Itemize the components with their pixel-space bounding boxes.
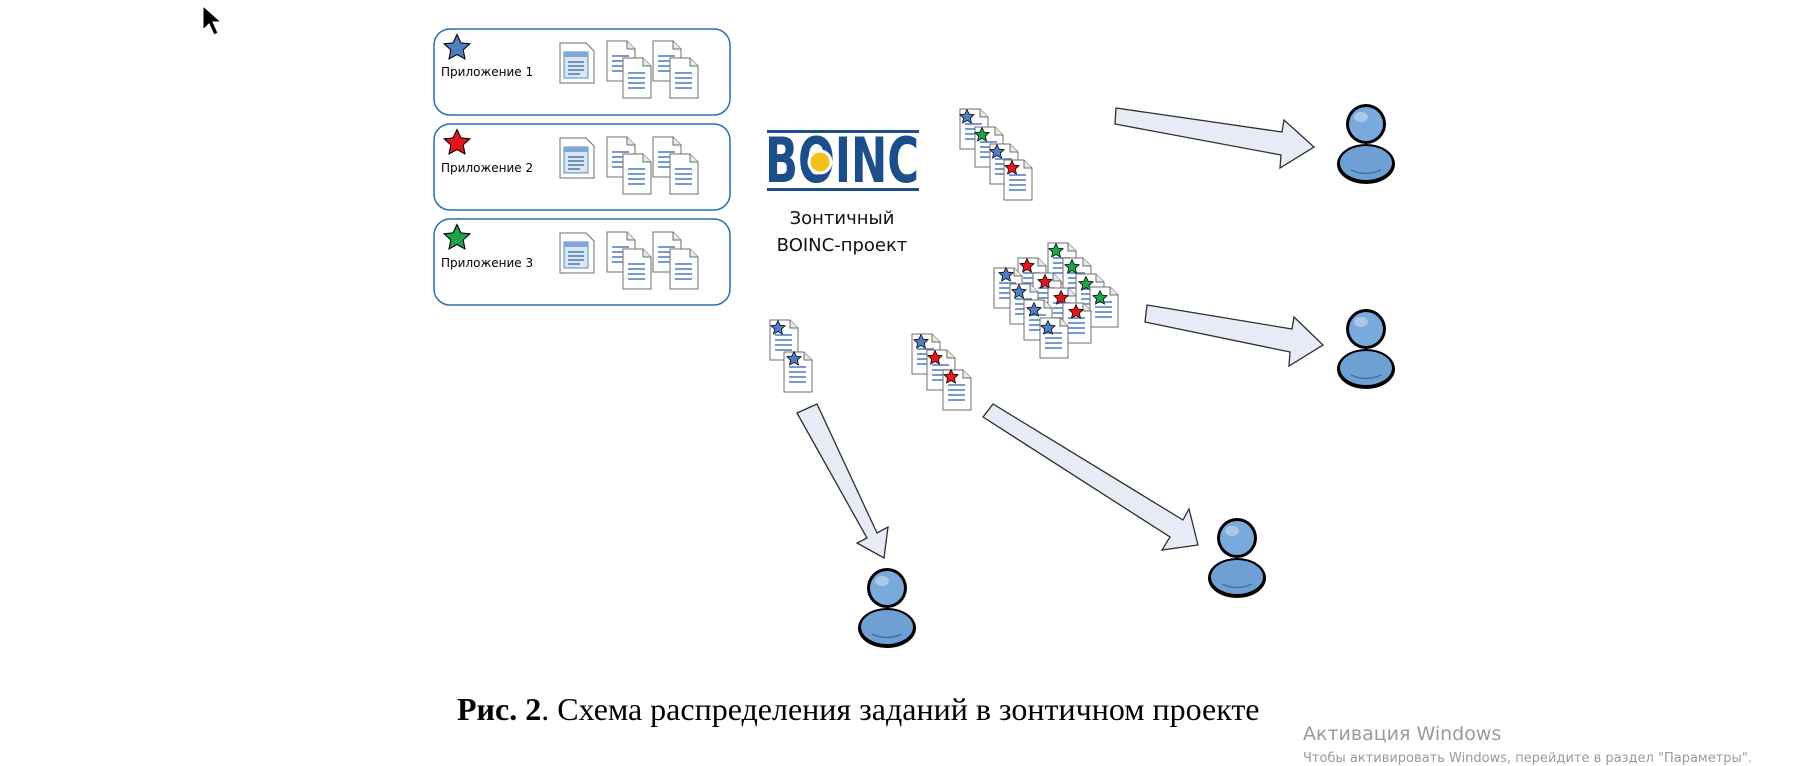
arrow: [982, 403, 1199, 551]
user-icon: [1336, 103, 1396, 185]
boinc-logo-text: BOINC: [765, 124, 919, 197]
task-bundle: [769, 319, 813, 393]
boinc-logo-dot: [807, 149, 833, 175]
executable-file-icon: [559, 232, 595, 274]
user-icon: [857, 567, 917, 649]
user-icon: [1207, 517, 1267, 599]
task-file-icon: [669, 248, 699, 290]
task-bundle: [959, 108, 1033, 201]
watermark-subtitle: Чтобы активировать Windows, перейдите в …: [1303, 751, 1752, 766]
task-bundle: [911, 333, 972, 411]
application-panel-1: Приложение 1: [433, 28, 731, 116]
application-panel-3: Приложение 3: [433, 218, 731, 306]
executable-file-icon: [559, 42, 595, 84]
arrow: [1144, 304, 1325, 368]
watermark-title: Активация Windows: [1303, 723, 1502, 745]
project-caption-line1: Зонтичный: [790, 208, 895, 229]
application-label: Приложение 3: [441, 256, 533, 270]
figure-caption-label: Рис. 2: [457, 691, 542, 727]
arrow: [796, 403, 889, 560]
windows-activation-watermark: Активация Windows Чтобы активировать Win…: [1303, 723, 1752, 766]
application-panel-2: Приложение 2: [433, 123, 731, 211]
user-icon: [1336, 308, 1396, 390]
figure-caption: Рис. 2. Схема распределения заданий в зо…: [457, 691, 1260, 728]
application-label: Приложение 1: [441, 65, 533, 79]
executable-file-icon: [559, 137, 595, 179]
task-file-icon: [669, 57, 699, 99]
task-file-icon: [622, 57, 652, 99]
task-file-icon: [622, 248, 652, 290]
mouse-cursor-icon: [202, 4, 223, 36]
task-bundle-large: [993, 242, 1119, 359]
application-label: Приложение 2: [441, 161, 533, 175]
project-caption-line2: BOINC-проект: [777, 235, 908, 256]
task-file-icon: [622, 153, 652, 195]
arrow: [1114, 107, 1316, 170]
boinc-logo: BOINC: [765, 124, 919, 197]
task-file-icon: [669, 153, 699, 195]
figure-caption-text: . Схема распределения заданий в зонтично…: [541, 691, 1260, 727]
